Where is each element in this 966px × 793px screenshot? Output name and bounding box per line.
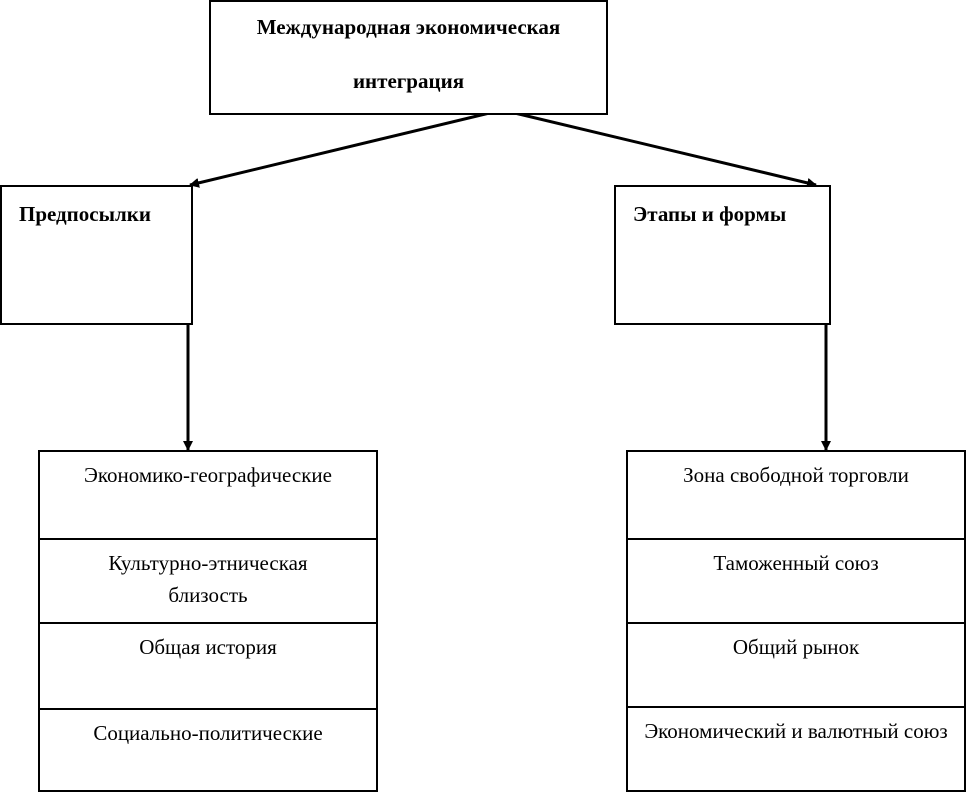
- root-title-line2: интеграция: [352, 69, 465, 93]
- category-stages-title: Этапы и формы: [633, 202, 787, 226]
- list-item: Экономико-географические: [84, 463, 332, 487]
- list-item: Общий рынок: [628, 622, 964, 706]
- arrow-root-to-prerequisites: [189, 108, 503, 188]
- arrow-root-to-stages: [501, 108, 817, 188]
- category-prerequisites-title: Предпосылки: [19, 202, 151, 226]
- list-item: Культурно-этническая близость: [40, 538, 376, 622]
- root-title-line1: Международная экономическая: [256, 15, 561, 39]
- list-item: Общая история: [40, 622, 376, 708]
- list-item: Экономический и валютный союз: [628, 706, 964, 792]
- category-stages: Этапы и формы: [614, 185, 831, 325]
- prerequisites-list: Экономико-географические Культурно-этнич…: [38, 450, 378, 792]
- stages-list: Зона свободной торговли Таможенный союз …: [626, 450, 966, 792]
- list-item: Таможенный союз: [628, 538, 964, 622]
- list-item: Социально-политические: [40, 708, 376, 792]
- category-prerequisites: Предпосылки: [0, 185, 193, 325]
- list-item: Зона свободной торговли: [683, 463, 909, 487]
- root-node: Международная экономическая интеграция: [209, 0, 608, 115]
